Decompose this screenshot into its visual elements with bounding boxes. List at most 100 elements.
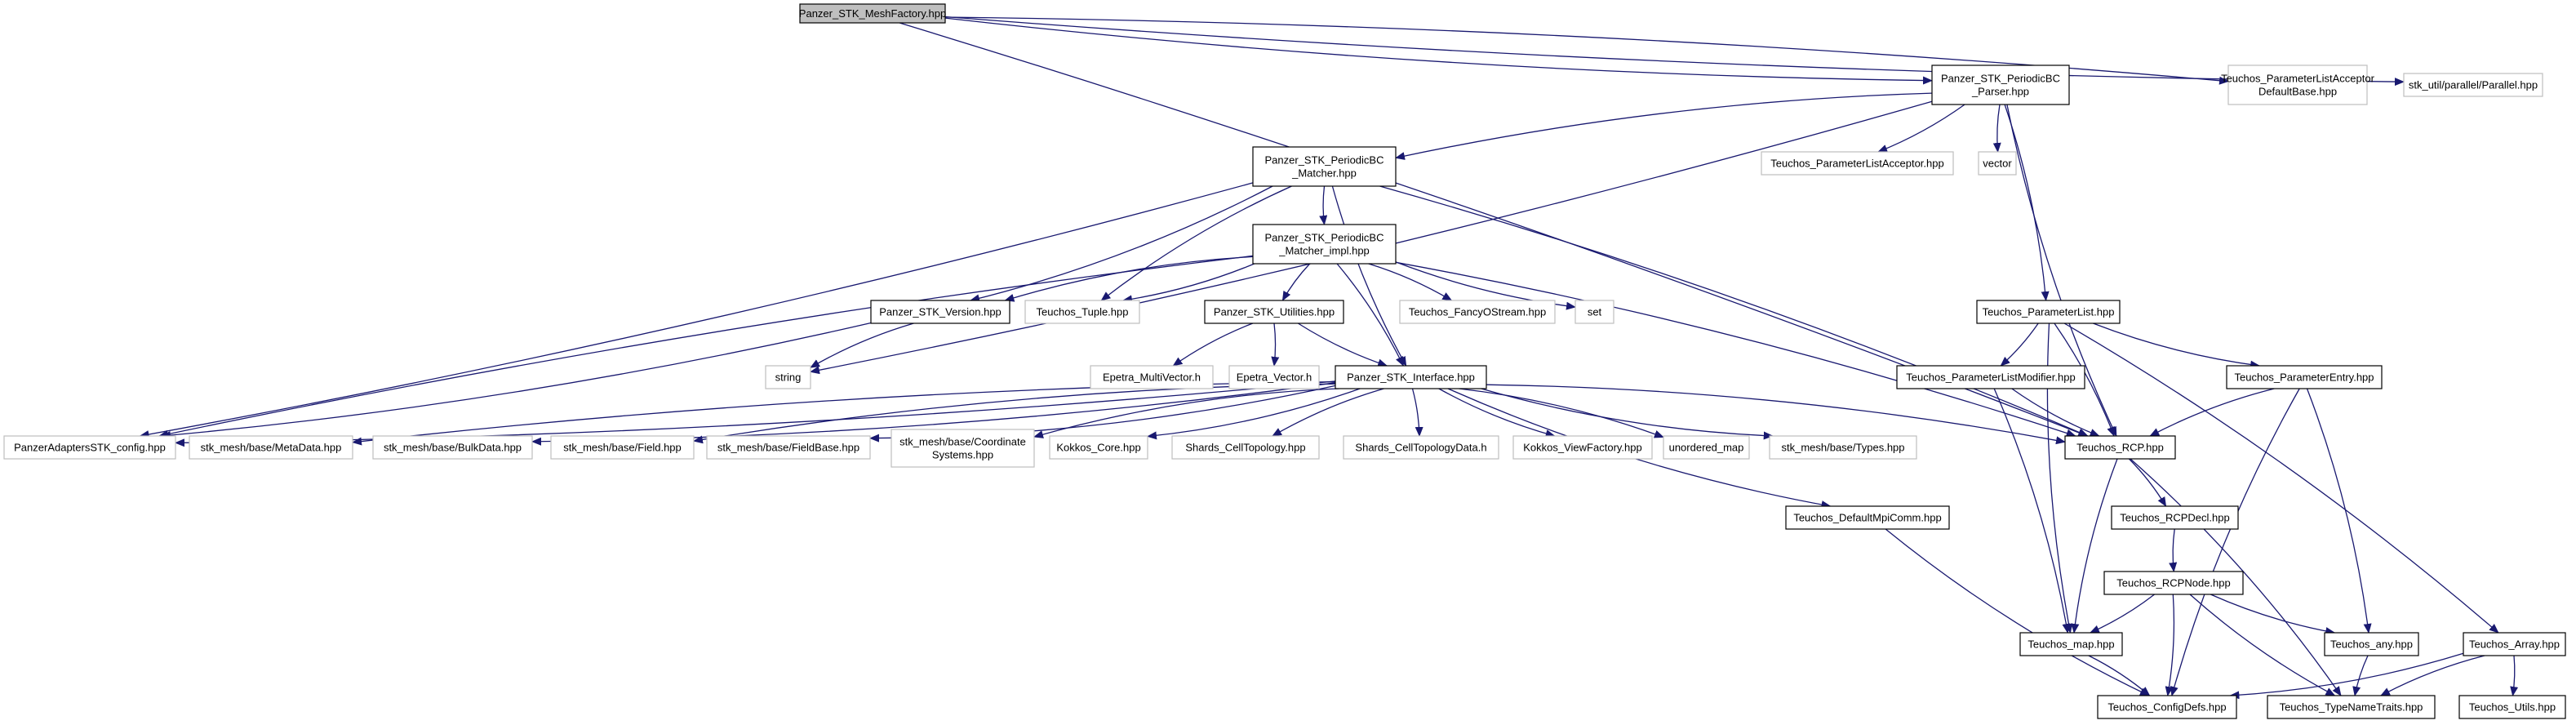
node-util-label: Panzer_STK_Utilities.hpp <box>1214 306 1335 318</box>
node-types: stk_mesh/base/Types.hpp <box>1769 435 1917 460</box>
node-vector: vector <box>1978 151 2017 176</box>
node-tnt-box <box>2267 695 2436 719</box>
node-vector-box <box>1978 151 2017 176</box>
node-util-box <box>1204 300 1344 324</box>
node-version-label: Panzer_STK_Version.hpp <box>879 306 1002 318</box>
edge-iface-to-coord <box>1033 388 1339 438</box>
edge-mimpl-to-iface <box>1336 263 1404 367</box>
node-fbase-box <box>706 435 871 460</box>
node-tnt[interactable]: Teuchos_TypeNameTraits.hpp <box>2267 695 2436 719</box>
node-fancy-label: Teuchos_FancyOStream.hpp <box>1409 306 1546 318</box>
edge-parser-to-rcp <box>2006 104 2117 437</box>
node-rcp[interactable]: Teuchos_RCP.hpp <box>2064 435 2176 460</box>
node-cdefs-box <box>2097 695 2237 719</box>
node-umap-box <box>1663 435 1750 460</box>
node-dmc-label: Teuchos_DefaultMpiComm.hpp <box>1793 512 1941 524</box>
edge-plist-to-pentry <box>2093 322 2261 369</box>
node-rcpdecl[interactable]: Teuchos_RCPDecl.hpp <box>2111 505 2239 530</box>
node-any-box <box>2324 632 2419 656</box>
edge-iface-to-kcore <box>1147 388 1361 440</box>
node-types-box <box>1769 435 1917 460</box>
node-field: stk_mesh/base/Field.hpp <box>550 435 695 460</box>
node-cdefs[interactable]: Teuchos_ConfigDefs.hpp <box>2097 695 2237 719</box>
node-kvf-label: Kokkos_ViewFactory.hpp <box>1523 442 1641 454</box>
node-utils[interactable]: Teuchos_Utils.hpp <box>2458 695 2566 719</box>
node-parser-box <box>1931 64 2070 105</box>
node-plist[interactable]: Teuchos_ParameterList.hpp <box>1976 300 2121 324</box>
node-root-box <box>799 3 946 24</box>
edge-pentry-to-cdefs <box>2170 388 2300 696</box>
edge-rcp-to-tnt <box>2130 458 2342 696</box>
node-dmc[interactable]: Teuchos_DefaultMpiComm.hpp <box>1785 505 1950 530</box>
edge-matcher-to-rcp <box>1379 185 2089 437</box>
edge-rcpnode-to-tnt <box>2189 594 2336 696</box>
node-array[interactable]: Teuchos_Array.hpp <box>2463 632 2566 656</box>
node-root[interactable]: Panzer_STK_MeshFactory.hpp <box>799 3 946 24</box>
node-plm-box <box>1896 365 2085 389</box>
node-meta-box <box>189 435 353 460</box>
edge-matcher-to-mimpl <box>1319 185 1328 225</box>
edge-rcpdecl-to-rcpnode <box>2169 528 2178 572</box>
edge-plist-to-plm <box>2000 322 2039 367</box>
edge-mimpl-to-config <box>158 255 1254 438</box>
node-rcpnode[interactable]: Teuchos_RCPNode.hpp <box>2103 571 2244 595</box>
edge-array-to-tnt <box>2380 655 2485 696</box>
edge-root-to-par <box>944 16 2405 87</box>
node-set-box <box>1574 300 1614 324</box>
edge-root-to-parser <box>944 17 1933 85</box>
node-util[interactable]: Panzer_STK_Utilities.hpp <box>1204 300 1344 324</box>
edge-plm-to-map <box>1993 388 2071 634</box>
edge-plist-to-array <box>2063 322 2499 634</box>
edge-util-to-ev <box>1271 322 1280 367</box>
node-pla: Teuchos_ParameterListAcceptor.hpp <box>1761 151 1954 176</box>
node-kcore-label: Kokkos_Core.hpp <box>1056 442 1140 454</box>
node-matcher[interactable]: Panzer_STK_PeriodicBC_Matcher.hpp <box>1252 146 1397 187</box>
node-mimpl[interactable]: Panzer_STK_PeriodicBC_Matcher_impl.hpp <box>1252 224 1397 265</box>
node-config: PanzerAdaptersSTK_config.hpp <box>3 435 176 460</box>
node-pla-box <box>1761 151 1954 176</box>
node-kcore-box <box>1049 435 1148 460</box>
node-rcp-box <box>2064 435 2176 460</box>
node-set-label: set <box>1588 306 1602 318</box>
edge-matcher-to-iface <box>1331 185 1407 367</box>
node-plm[interactable]: Teuchos_ParameterListModifier.hpp <box>1896 365 2085 389</box>
edge-parser-to-plist <box>2004 104 2050 301</box>
edge-mimpl-to-util <box>1281 263 1311 301</box>
edge-plist-to-map <box>2046 322 2073 634</box>
node-parser[interactable]: Panzer_STK_PeriodicBC_Parser.hpp <box>1931 64 2070 105</box>
node-parser-label: Panzer_STK_PeriodicBC_Parser.hpp <box>1941 73 2060 98</box>
node-pentry[interactable]: Teuchos_ParameterEntry.hpp <box>2226 365 2383 389</box>
node-rcp-label: Teuchos_RCP.hpp <box>2076 442 2164 454</box>
edge-iface-to-meta <box>352 381 1336 446</box>
node-fbase: stk_mesh/base/FieldBase.hpp <box>706 435 871 460</box>
node-coord-box <box>890 429 1035 468</box>
node-matcher-box <box>1252 146 1397 187</box>
node-map-label: Teuchos_map.hpp <box>2027 638 2114 651</box>
edge-matcher-to-config <box>139 182 1254 438</box>
node-string-label: string <box>775 371 802 384</box>
node-version[interactable]: Panzer_STK_Version.hpp <box>870 300 1010 324</box>
node-rcpnode-label: Teuchos_RCPNode.hpp <box>2116 577 2230 589</box>
node-map-box <box>2019 632 2123 656</box>
node-bulk-label: stk_mesh/base/BulkData.hpp <box>384 442 522 454</box>
edge-rcp-to-map <box>2071 458 2118 634</box>
edge-mimpl-to-rcp <box>1395 261 2076 438</box>
node-plist-label: Teuchos_ParameterList.hpp <box>1983 306 2115 318</box>
node-map[interactable]: Teuchos_map.hpp <box>2019 632 2123 656</box>
node-sctd-label: Shards_CellTopologyData.h <box>1355 442 1486 454</box>
node-set: set <box>1574 300 1614 324</box>
node-ev: Epetra_Vector.h <box>1228 365 1320 389</box>
node-rcpnode-box <box>2103 571 2244 595</box>
node-any[interactable]: Teuchos_any.hpp <box>2324 632 2419 656</box>
edge-plist-to-rcp <box>2054 322 2115 437</box>
edge-rcpnode-to-map <box>2089 594 2155 634</box>
node-matcher-label: Panzer_STK_PeriodicBC_Matcher.hpp <box>1265 154 1384 180</box>
node-string: string <box>765 365 811 389</box>
node-ev-box <box>1228 365 1320 389</box>
node-array-box <box>2463 632 2566 656</box>
node-kcore: Kokkos_Core.hpp <box>1049 435 1148 460</box>
node-iface[interactable]: Panzer_STK_Interface.hpp <box>1335 365 1487 389</box>
